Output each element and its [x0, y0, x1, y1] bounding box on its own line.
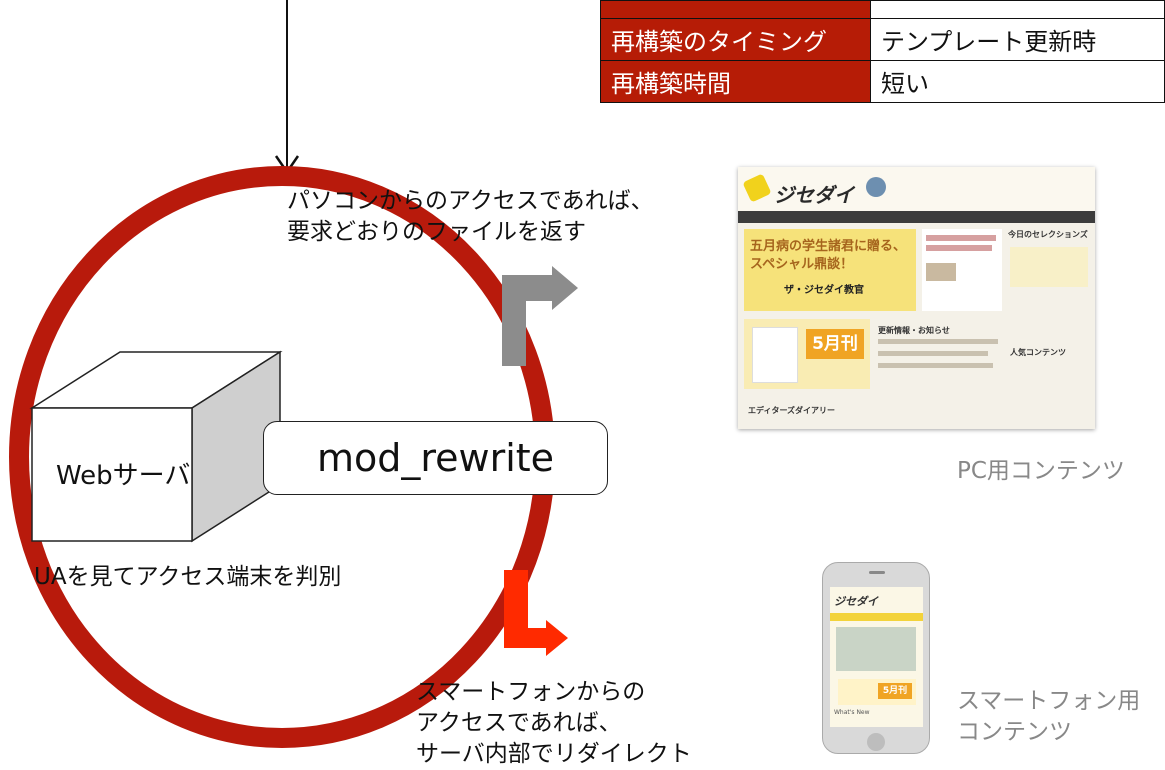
avatar — [866, 177, 886, 197]
pc-access-text: パソコンからのアクセスであれば、 要求どおりのファイルを返す — [287, 188, 654, 245]
smartphone-screenshot: ジセダイ 5月刊 What's New — [822, 562, 930, 754]
pc-content-label: PC用コンテンツ — [957, 458, 1125, 484]
feature-banner: 五月病の学生諸君に贈る、 スペシャル鼎談！ ザ・ジセダイ教官 — [744, 229, 916, 311]
monthly-banner: 5月刊 — [744, 319, 870, 389]
pc-content-screenshot: ジセダイ 五月病の学生諸君に贈る、 スペシャル鼎談！ ザ・ジセダイ教官 今日のセ… — [738, 167, 1095, 429]
row-value: テンプレート更新時 — [870, 18, 1165, 61]
sp-route-arrow — [504, 570, 568, 656]
home-button — [867, 733, 885, 751]
news-title: 更新情報・お知らせ — [878, 326, 950, 335]
phone-screen: ジセダイ 5月刊 What's New — [830, 587, 923, 727]
pc-route-arrow — [502, 266, 578, 366]
table-row: 再構築時間 短い — [600, 60, 1165, 103]
sp-access-text: スマートフォンからの アクセスであれば、 サーバ内部でリダイレクト — [416, 679, 692, 767]
mod-rewrite-box: mod_rewrite — [263, 421, 608, 495]
pc-nav-bar — [738, 211, 1095, 223]
diary-title: エディターズダイアリー — [748, 406, 836, 415]
row-value: 短い — [870, 60, 1165, 103]
site-name: ジセダイ — [774, 183, 854, 207]
server-box-front — [31, 407, 193, 542]
popular-title: 人気コンテンツ — [1010, 348, 1066, 357]
web-server-label: Webサーバ — [56, 461, 191, 491]
sp-content-label: スマートフォン用 コンテンツ — [957, 688, 1141, 745]
row-header: 再構築のタイミング — [600, 18, 871, 61]
table-row: 再構築のタイミング テンプレート更新時 — [600, 18, 1165, 61]
side-title: 今日のセレクションズ — [1008, 230, 1088, 239]
phone-speaker — [869, 571, 885, 574]
rebuild-table: 再構築のタイミング テンプレート更新時 再構築時間 短い — [600, 0, 1165, 103]
ua-detect-text: UAを見てアクセス端末を判別 — [34, 564, 342, 590]
row-header: 再構築時間 — [600, 60, 871, 103]
table-row — [600, 0, 1165, 19]
